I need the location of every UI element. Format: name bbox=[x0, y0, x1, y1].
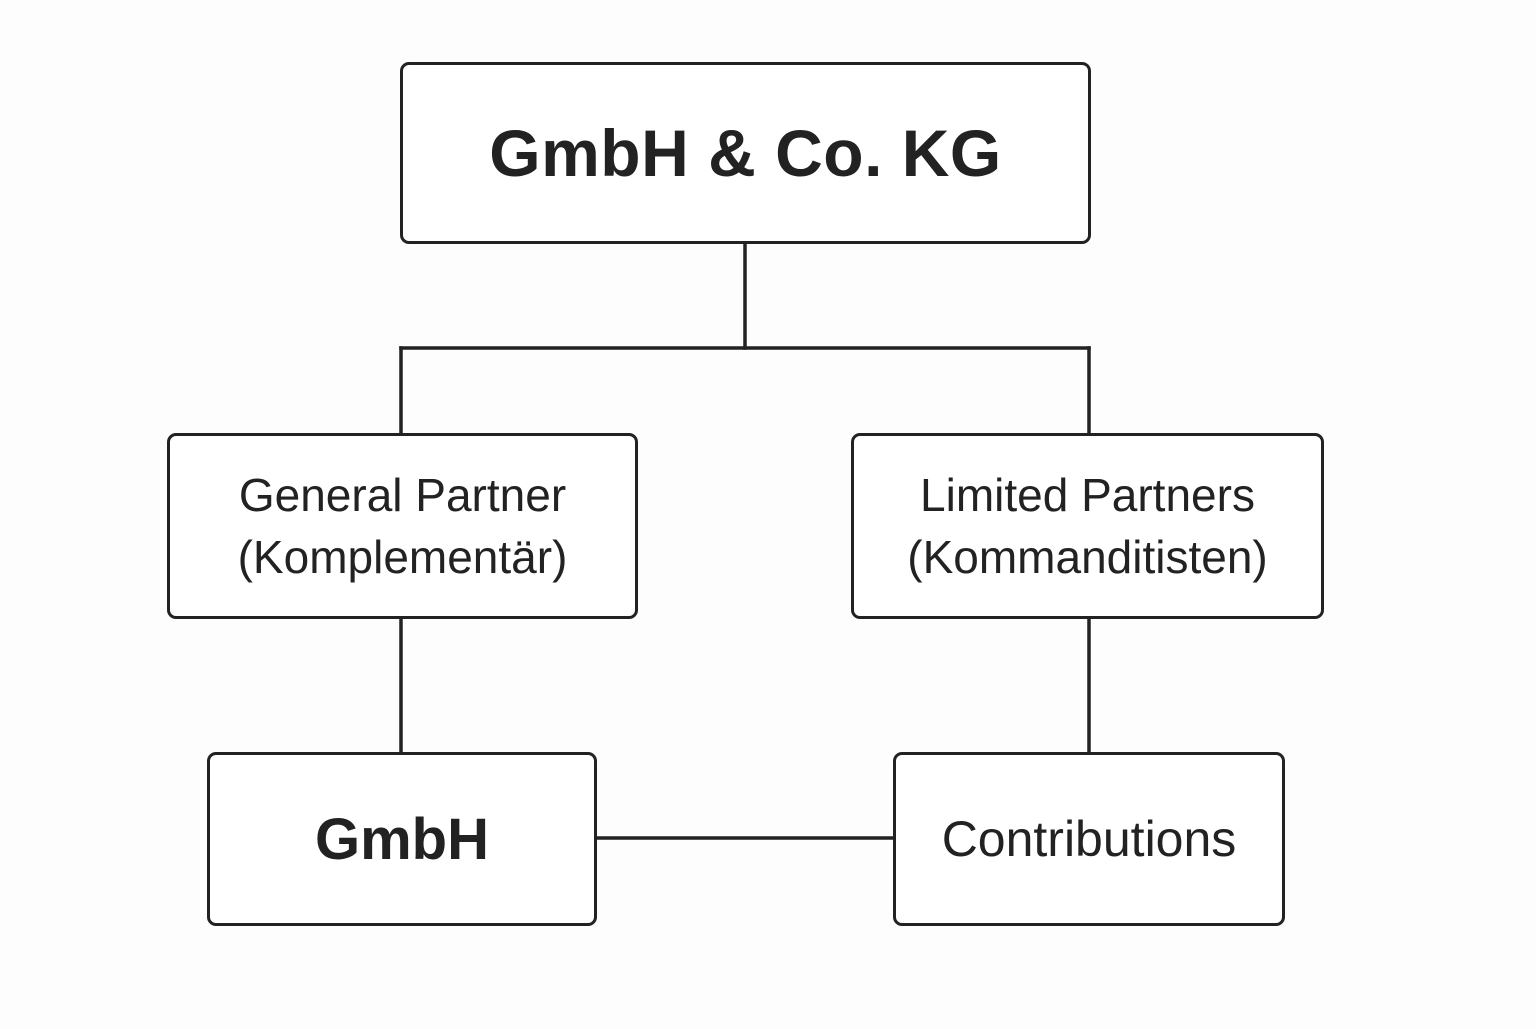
node-gmbh-label: GmbH bbox=[315, 806, 489, 872]
node-contributions: Contributions bbox=[893, 752, 1285, 926]
node-gmbh: GmbH bbox=[207, 752, 597, 926]
node-gmbh-co-kg: GmbH & Co. KG bbox=[400, 62, 1091, 244]
node-limited-partners-title: Limited Partners bbox=[920, 469, 1255, 521]
node-limited-partners: Limited Partners (Kommanditisten) bbox=[851, 433, 1324, 619]
node-general-partner-subtitle: (Komplementär) bbox=[237, 531, 568, 583]
node-general-partner-title: General Partner bbox=[238, 469, 567, 521]
node-gmbh-co-kg-label: GmbH & Co. KG bbox=[489, 116, 1002, 190]
node-limited-partners-subtitle: (Kommanditisten) bbox=[907, 531, 1268, 583]
node-general-partner: General Partner (Komplementär) bbox=[167, 433, 638, 619]
node-contributions-label: Contributions bbox=[941, 811, 1237, 867]
